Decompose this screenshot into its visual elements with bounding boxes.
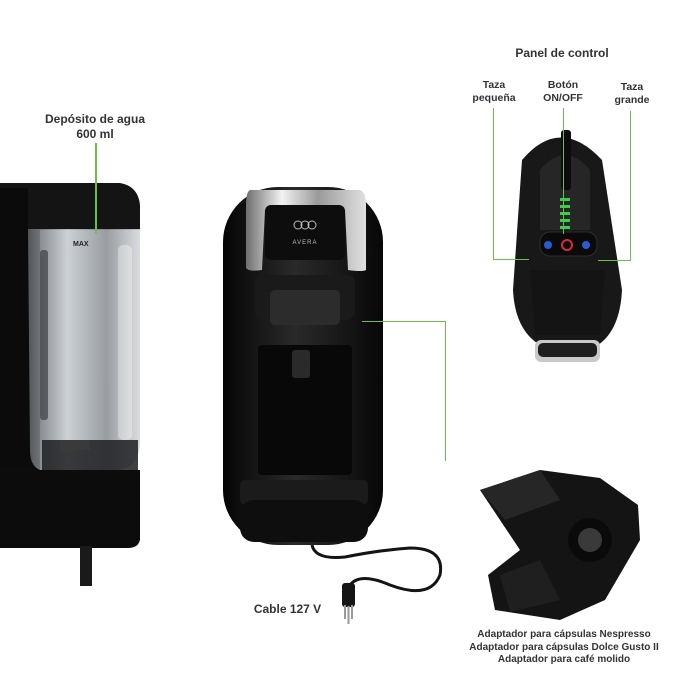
tank-callout-line: [95, 143, 97, 233]
front-callout-line-v: [445, 321, 446, 461]
adapter-dolce-gusto-label: Adaptador para cápsulas Dolce Gusto II: [469, 641, 659, 653]
brand-logo: AVERA: [293, 220, 318, 246]
large-cup-label-line2: grande: [614, 94, 650, 106]
front-callout-line-h: [362, 321, 446, 322]
small-cup-button: [544, 241, 552, 249]
small-cup-label: Taza pequeña: [466, 79, 522, 105]
on-off-label-line2: ON/OFF: [543, 92, 583, 104]
large-cup-callout-h: [598, 260, 631, 261]
large-cup-label-line1: Taza: [620, 81, 644, 93]
large-cup-button: [582, 241, 590, 249]
small-cup-label-line2: pequeña: [472, 92, 516, 104]
on-off-label-line1: Botón: [547, 79, 579, 91]
small-cup-callout-v: [493, 108, 494, 260]
water-tank-label-line2: 600 ml: [76, 127, 114, 141]
small-cup-label-line1: Taza: [482, 79, 506, 91]
small-cup-callout-h: [493, 259, 529, 260]
water-tank-label-line1: Depósito de agua: [44, 112, 145, 126]
on-off-callout-v: [563, 108, 564, 234]
cable-label: Cable 127 V: [253, 602, 322, 616]
large-cup-callout-v: [630, 111, 631, 261]
control-panel-title: Panel de control: [515, 46, 609, 60]
side-view-machine: MAX: [0, 183, 140, 586]
water-tank-label: Depósito de agua 600 ml: [33, 112, 157, 142]
adapters-caption: Adaptador para cápsulas Nespresso Adapta…: [455, 629, 673, 667]
top-view-machine: [513, 130, 622, 362]
on-off-button: [561, 239, 573, 251]
indicator-lights: [560, 198, 570, 229]
adapter-ground-coffee-label: Adaptador para café molido: [497, 654, 631, 665]
on-off-label: Botón ON/OFF: [533, 79, 593, 105]
capsule-adapter: [480, 470, 640, 620]
tank-max-mark: MAX: [73, 241, 89, 248]
large-cup-label: Taza grande: [606, 81, 658, 107]
front-view-machine: AVERA: [223, 187, 443, 624]
adapter-nespresso-label: Adaptador para cápsulas Nespresso: [477, 629, 651, 640]
brand-text: AVERA: [293, 240, 318, 246]
